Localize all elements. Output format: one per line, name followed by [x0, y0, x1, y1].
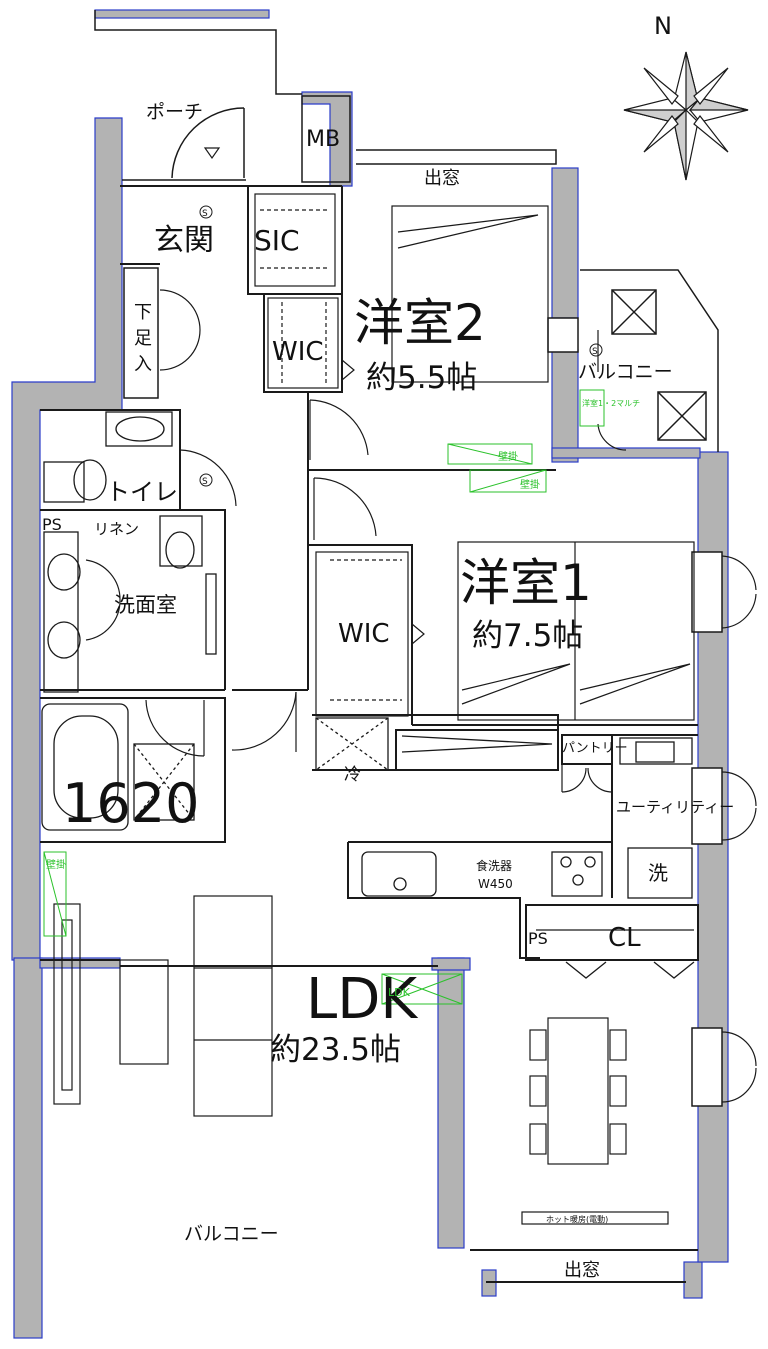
porch-arrow [203, 147, 221, 160]
pantry-label: パントリー [562, 741, 628, 756]
balcony-small-label: バルコニー [578, 361, 673, 383]
kitchen-fixtures [315, 717, 695, 979]
floor-heating-note: ホット暖房(電動) [546, 1214, 608, 1224]
wall-mount-note-1: 壁掛 [498, 450, 518, 463]
western-room-1-size: 約7.5帖 [472, 618, 583, 654]
outer-walls [11, 9, 729, 1339]
ldk-furniture [53, 895, 669, 1225]
porch-label: ポーチ [146, 101, 203, 123]
dishwasher-label: 食洗器 [476, 858, 512, 873]
ps-top-label: PS [42, 515, 62, 534]
bay-window-bottom-label: 出窓 [564, 1260, 600, 1281]
sanitary-fixtures [41, 411, 217, 831]
wic-top-label: WIC [272, 337, 324, 367]
ldk-size: 約23.5帖 [270, 1032, 401, 1068]
cl-label: CL [608, 923, 641, 953]
ldk-name: LDK [306, 967, 418, 1032]
bay-window-top-label: 出窓 [424, 168, 460, 189]
door-swings [85, 289, 627, 793]
annotation-boxes [43, 389, 605, 1005]
washroom-label: 洗面室 [114, 593, 177, 617]
entrance-label: 玄関 [154, 223, 214, 258]
western-room-1-name: 洋室1 [460, 554, 592, 612]
sensor-3: S [592, 347, 598, 357]
compass-north-label: N [654, 12, 672, 40]
compass-rose-icon [623, 51, 749, 181]
ldk-ac-note: LDK [388, 986, 411, 999]
wall-mount-note-ldk: 壁掛 [46, 858, 66, 871]
sic-label: SIC [254, 224, 300, 257]
porch-area [94, 10, 557, 183]
sensor-2: S [202, 477, 208, 487]
beds [391, 205, 695, 721]
storage-shelves [123, 193, 425, 717]
geta-label-3: 入 [134, 354, 152, 375]
fridge-label: 冷 [344, 765, 361, 785]
sensor-icons [199, 205, 603, 487]
bath-size-label: 1620 [62, 772, 199, 835]
geta-label-2: 足 [134, 328, 152, 349]
ps-bottom-label: PS [528, 929, 548, 948]
wic-mid-label: WIC [338, 619, 390, 649]
balcony-large-label: バルコニー [184, 1223, 279, 1245]
linen-label: リネン [94, 520, 139, 538]
western-room-2-size: 約5.5帖 [366, 360, 477, 396]
window-openings [547, 317, 723, 1107]
sensor-1: S [202, 209, 208, 219]
window-swings [721, 555, 757, 1103]
multi-ac-note: 洋室1・2マルチ [582, 398, 640, 408]
dishwasher-width-label: W450 [478, 877, 513, 891]
utility-label: ユーティリティー [616, 798, 734, 816]
mb-label: MB [306, 127, 340, 152]
wall-mount-note-2: 壁掛 [520, 478, 540, 491]
toilet-label: トイレ [106, 478, 178, 506]
balcony-small-outline [580, 269, 719, 452]
geta-label-1: 下 [134, 302, 152, 323]
washer-label: 洗 [648, 861, 668, 885]
western-room-2-name: 洋室2 [354, 294, 486, 352]
